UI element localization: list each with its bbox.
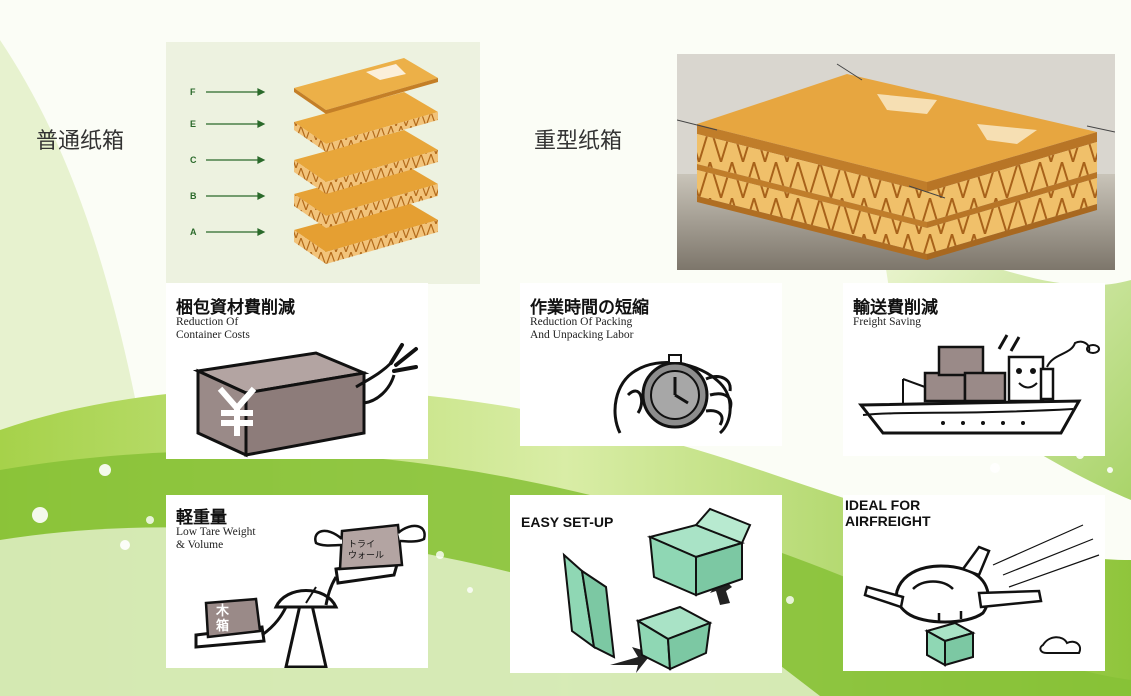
benefit-subtitle: Freight Saving xyxy=(853,316,922,328)
layer-label-f: F xyxy=(190,87,196,97)
benefit-subtitle: Low Tare Weight & Volume xyxy=(176,526,256,551)
benefit-easy-setup: EASY SET-UP xyxy=(510,495,782,673)
yen-box-icon xyxy=(192,343,418,458)
benefit-container-costs: 梱包資材費削減 Reduction Of Container Costs xyxy=(166,283,428,459)
benefit-subtitle: Reduction Of Packing And Unpacking Labor xyxy=(530,316,634,341)
benefit-subtitle: Reduction Of Container Costs xyxy=(176,316,250,341)
wood-box-label-1: 木箱 xyxy=(215,603,230,634)
corrugated-layers-image: F E C B A xyxy=(166,42,480,284)
triwall-box-label: トライウォール xyxy=(348,539,384,561)
cargo-ship-icon xyxy=(857,334,1100,435)
layer-label-c: C xyxy=(190,155,197,165)
airplane-icon xyxy=(863,524,1100,667)
heavy-board-image xyxy=(677,54,1115,270)
heavy-box-label: 重型纸箱 xyxy=(534,129,623,154)
benefit-title: 作業時間の短縮 xyxy=(530,298,649,318)
benefit-freight-saving: 輸送費削減 Freight Saving xyxy=(843,283,1105,456)
benefit-airfreight: IDEAL FOR AIRFREIGHT xyxy=(843,495,1105,671)
benefit-title: 軽重量 xyxy=(176,508,227,528)
stopwatch-icon xyxy=(613,354,733,435)
balance-scale-icon: 木箱 トライウォール xyxy=(194,523,426,668)
benefit-title: 輸送費削減 xyxy=(853,298,938,318)
benefit-title: IDEAL FOR AIRFREIGHT xyxy=(845,497,931,529)
benefit-title: EASY SET-UP xyxy=(521,514,614,530)
folding-box-icon xyxy=(562,507,752,673)
benefit-low-tare-weight: 軽重量 Low Tare Weight & Volume 木箱 トライウォール xyxy=(166,495,428,668)
layer-label-a: A xyxy=(190,227,197,237)
layer-label-b: B xyxy=(190,191,197,201)
benefit-packing-labor: 作業時間の短縮 Reduction Of Packing And Unpacki… xyxy=(520,283,782,446)
layer-label-e: E xyxy=(190,119,196,129)
benefit-title: 梱包資材費削減 xyxy=(176,298,295,318)
normal-box-label: 普通纸箱 xyxy=(36,129,125,154)
